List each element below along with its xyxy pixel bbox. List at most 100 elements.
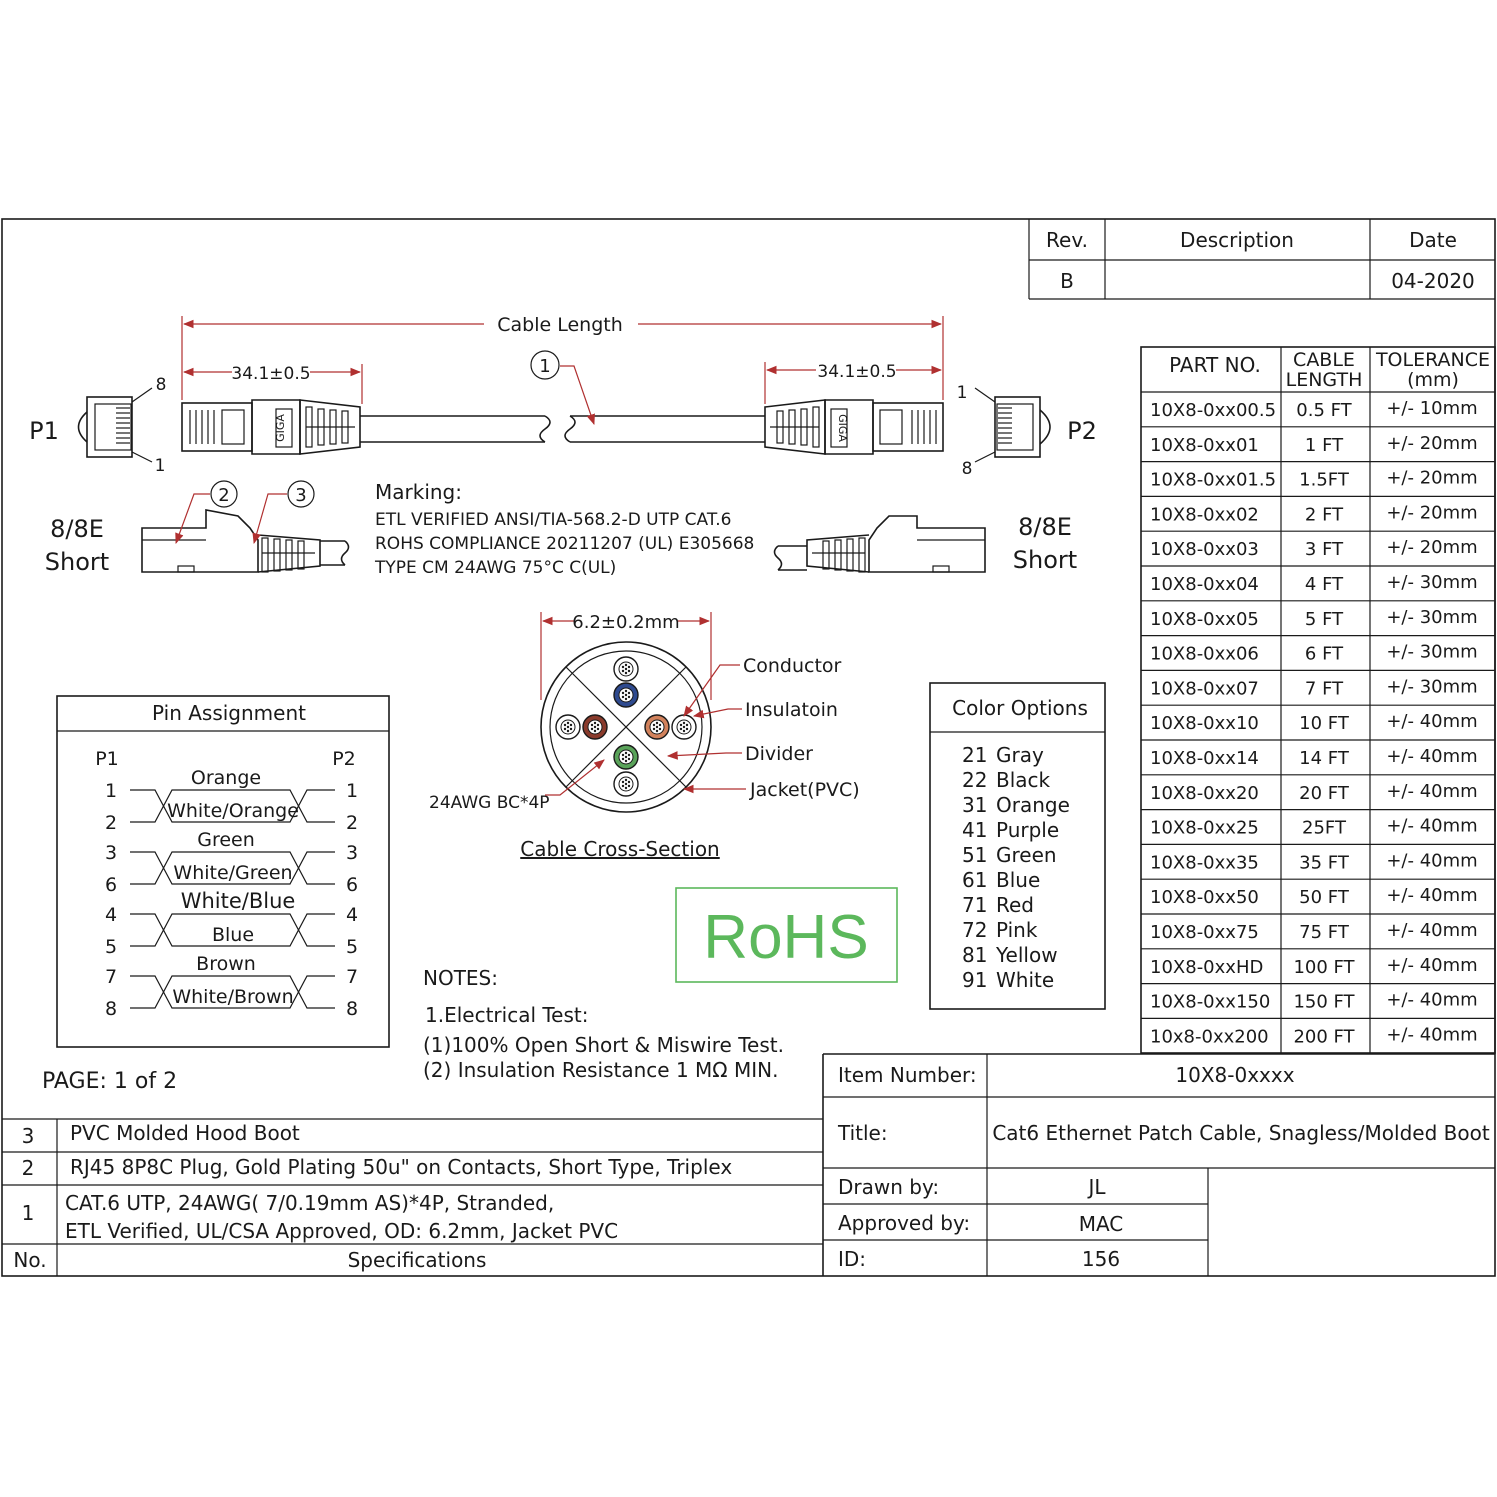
- color-name: White: [996, 968, 1054, 992]
- tolerance: +/- 40mm: [1386, 990, 1477, 1011]
- spec-text-1-line-1: CAT.6 UTP, 24AWG( 7/0.19mm AS)*4P, Stran…: [65, 1191, 554, 1215]
- rev-header: Rev.: [1046, 228, 1088, 252]
- pin-pairs: 1212OrangeWhite/Orange3636GreenWhite/Gre…: [105, 767, 358, 1020]
- id-value: 156: [1082, 1247, 1120, 1271]
- cable-length-label: Cable Length: [497, 314, 623, 336]
- cable-length: 35 FT: [1299, 852, 1350, 873]
- wire-orange: [644, 714, 670, 740]
- wire-green: [613, 744, 639, 770]
- pin-left: 3: [105, 842, 117, 864]
- pin-right: 7: [346, 966, 358, 988]
- parts-header-tolerance-1: TOLERANCE: [1375, 349, 1490, 371]
- pin-left: 6: [105, 874, 117, 896]
- rev-value: B: [1060, 269, 1074, 293]
- part-number: 10X8-0xx50: [1150, 887, 1259, 908]
- color-code: 81: [962, 943, 987, 967]
- approved-by-value: MAC: [1079, 1212, 1124, 1236]
- part-number: 10X8-0xx14: [1150, 748, 1259, 769]
- spec-no-3: 3: [22, 1124, 35, 1148]
- marking-line-3: TYPE CM 24AWG 75°C C(UL): [374, 558, 616, 578]
- cable-length: 0.5 FT: [1296, 400, 1352, 421]
- right-short-plug: [773, 515, 986, 573]
- notes-block: NOTES: 1.Electrical Test: (1)100% Open S…: [423, 966, 784, 1082]
- color-code: 61: [962, 868, 987, 892]
- approved-by-label: Approved by:: [838, 1211, 970, 1235]
- cable-length: 7 FT: [1305, 678, 1344, 699]
- parts-header-length-2: LENGTH: [1286, 369, 1363, 391]
- date-value: 04-2020: [1391, 269, 1475, 293]
- cable-length: 200 FT: [1293, 1026, 1355, 1047]
- tolerance: +/- 30mm: [1386, 642, 1477, 663]
- jacket-label: Jacket(PVC): [749, 779, 860, 801]
- cable-length: 1 FT: [1305, 435, 1344, 456]
- p1-pin-8: 8: [156, 375, 167, 395]
- pin-right: 3: [346, 842, 358, 864]
- p1-pin-1: 1: [155, 456, 166, 476]
- part-number: 10X8-0xx00.5: [1150, 400, 1276, 421]
- divider-label: Divider: [745, 743, 813, 765]
- pin-left: 1: [105, 780, 117, 802]
- p1-end-view: [77, 387, 153, 463]
- left-boot-brand: GIGA: [274, 414, 287, 442]
- cable-length: 2 FT: [1305, 504, 1344, 525]
- pair-label-bottom: Blue: [212, 924, 254, 946]
- color-code: 72: [962, 918, 987, 942]
- cable-length: 1.5FT: [1299, 470, 1350, 491]
- cable-length: 14 FT: [1299, 748, 1350, 769]
- tolerance: +/- 40mm: [1386, 1024, 1477, 1045]
- tolerance: +/- 20mm: [1386, 468, 1477, 489]
- pair-wire-a: [130, 913, 335, 947]
- color-name: Green: [996, 843, 1057, 867]
- item-number-value: 10X8-0xxxx: [1175, 1063, 1294, 1087]
- pair-wire-a: [130, 851, 335, 885]
- pair-wire-a: [130, 789, 335, 823]
- right-boot-brand: GIGA: [836, 414, 849, 442]
- tolerance: +/- 40mm: [1386, 711, 1477, 732]
- tolerance: +/- 40mm: [1386, 816, 1477, 837]
- tolerance: +/- 40mm: [1386, 746, 1477, 767]
- cable-length: 20 FT: [1299, 783, 1350, 804]
- pin-right: 2: [346, 812, 358, 834]
- pin-right: 8: [346, 998, 358, 1020]
- part-number: 10X8-0xx10: [1150, 713, 1259, 734]
- pin-left: 4: [105, 904, 117, 926]
- color-code: 31: [962, 793, 987, 817]
- wire-blue: [613, 682, 639, 708]
- wire-pairs: [555, 656, 697, 797]
- pair-label-top: Brown: [196, 953, 256, 975]
- color-code: 21: [962, 743, 987, 767]
- part-number: 10X8-0xx20: [1150, 783, 1259, 804]
- part-number: 10x8-0xx200: [1150, 1026, 1269, 1047]
- description-header: Description: [1180, 228, 1294, 252]
- left-dim-label: 34.1±0.5: [231, 364, 310, 384]
- color-options-title: Color Options: [952, 696, 1088, 720]
- color-name: Orange: [996, 793, 1070, 817]
- title-value: Cat6 Ethernet Patch Cable, Snagless/Mold…: [992, 1121, 1489, 1145]
- marking-line-2: ROHS COMPLIANCE 20211207 (UL) E305668: [375, 534, 754, 554]
- marking-block: Marking: ETL VERIFIED ANSI/TIA-568.2-D U…: [374, 480, 754, 578]
- pin-left: 2: [105, 812, 117, 834]
- cable-length: 4 FT: [1305, 574, 1344, 595]
- color-code: 41: [962, 818, 987, 842]
- spec-table: 3 PVC Molded Hood Boot 2 RJ45 8P8C Plug,…: [2, 1118, 823, 1276]
- notes-line-3: (2) Insulation Resistance 1 MΩ MIN.: [423, 1058, 778, 1082]
- pair-label-bottom: White/Brown: [172, 986, 293, 1008]
- item-number-label: Item Number:: [838, 1063, 977, 1087]
- color-name: Yellow: [995, 943, 1058, 967]
- part-number: 10X8-0xx03: [1150, 539, 1259, 560]
- spec-no-1: 1: [22, 1201, 35, 1225]
- color-code: 91: [962, 968, 987, 992]
- color-code: 22: [962, 768, 987, 792]
- pair-wire-b: [130, 789, 335, 823]
- part-number: 10X8-0xx150: [1150, 992, 1270, 1013]
- spec-footer-specifications: Specifications: [348, 1248, 487, 1272]
- right-plug-boot: GIGA: [764, 399, 944, 455]
- awg-label: 24AWG BC*4P: [429, 793, 550, 813]
- cable-length: 25FT: [1302, 818, 1347, 839]
- pin-right: 5: [346, 936, 358, 958]
- part-number: 10X8-0xx04: [1150, 574, 1259, 595]
- cable-length: 10 FT: [1299, 713, 1350, 734]
- pair-wire-b: [130, 975, 335, 1009]
- wire-brown: [582, 714, 608, 740]
